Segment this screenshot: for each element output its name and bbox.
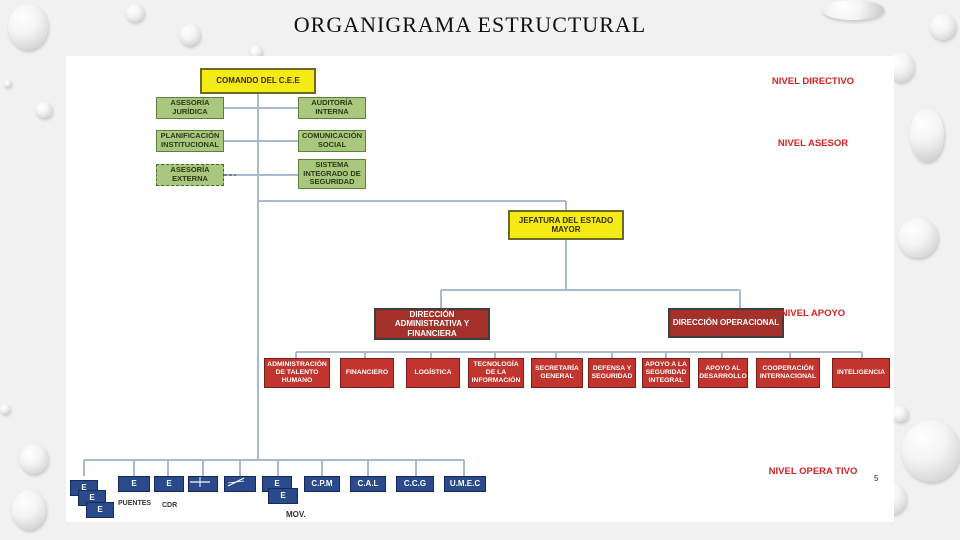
nivel-operativo-label: NIVEL OPERA TIVO [768,466,858,477]
jefatura-box: JEFATURA DEL ESTADO MAYOR [508,210,624,240]
operative-unit-slash-icon [224,476,256,492]
water-drop [910,108,944,162]
nivel-apoyo-label: NIVEL APOYO [780,308,846,319]
asesoria-externa-box: ASESORÍA EXTERNA [156,164,224,186]
operative-unit-umec: U.M.E.C [444,476,486,492]
operative-unit-e: E [86,502,114,518]
water-drop [180,24,200,46]
water-drop [0,404,10,414]
operative-unit-cal: C.A.L [350,476,386,492]
comunicacion-box: COMUNICACIÓN SOCIAL [298,130,366,152]
page-number: 5 [874,474,879,483]
support-unit-box: COOPERACIÓN INTERNACIONAL [756,358,820,388]
operative-unit-cpm: C.P.M [304,476,340,492]
comando-box: COMANDO DEL C.E.E [200,68,316,94]
support-unit-box: FINANCIERO [340,358,394,388]
water-drop [892,406,908,422]
mov-label: MOV. [286,510,306,519]
direccion-operacional-box: DIRECCIÓN OPERACIONAL [668,308,784,338]
support-unit-box: TECNOLOGÍA DE LA INFORMACIÓN [468,358,524,388]
water-drop [898,218,938,258]
asesoria-juridica-box: ASESORÍA JURÍDICA [156,97,224,119]
water-drop [12,490,46,530]
operative-unit-e: E [268,488,298,504]
water-drop [36,102,52,118]
sistema-integrado-box: SISTEMA INTEGRADO DE SEGURIDAD [298,159,366,189]
jefatura-title: JEFATURA DEL ESTADO [518,215,614,225]
support-unit-box: SECRETARÍA GENERAL [531,358,583,388]
operative-unit-line-icon [188,476,218,492]
water-drop [126,4,144,22]
support-unit-box: LOGÍSTICA [406,358,460,388]
org-chart: COMANDO DEL C.E.E JEFATURA DEL ESTADO MA… [66,56,894,522]
water-drop [930,14,956,40]
water-drop [20,444,48,474]
support-unit-box: APOYO AL DESARROLLO [698,358,748,388]
water-drop [4,80,11,87]
puentes-label: PUENTES [118,500,152,507]
auditoria-interna-box: AUDITORÍA INTERNA [298,97,366,119]
nivel-asesor-label: NIVEL ASESOR [777,138,849,149]
operative-unit-ccg: C.C.G [396,476,434,492]
support-unit-box: INTELIGENCIA [832,358,890,388]
operative-unit-e: E [118,476,150,492]
support-unit-box: APOYO A LA SEGURIDAD INTEGRAL [642,358,690,388]
direccion-administrativa-box: DIRECCIÓN ADMINISTRATIVA Y FINANCIERA [374,308,490,340]
water-drop [250,46,262,58]
jefatura-subtitle: MAYOR [551,225,581,234]
connector-lines [83,94,863,476]
operative-unit-e: E [154,476,184,492]
water-drop [822,0,884,20]
support-unit-box: DEFENSA Y SEGURIDAD [588,358,636,388]
water-drop [8,4,48,50]
support-unit-box: ADMINISTRACIÓN DE TALENTO HUMANO [264,358,330,388]
cdr-label: CDR [162,502,178,509]
slide-title: ORGANIGRAMA ESTRUCTURAL [293,12,647,37]
nivel-directivo-label: NIVEL DIRECTIVO [771,76,855,87]
horizontal-line-icon [190,477,210,487]
water-drop [902,420,960,482]
planificacion-box: PLANIFICACIÓN INSTITUCIONAL [156,130,224,152]
slash-line-icon [227,477,245,487]
